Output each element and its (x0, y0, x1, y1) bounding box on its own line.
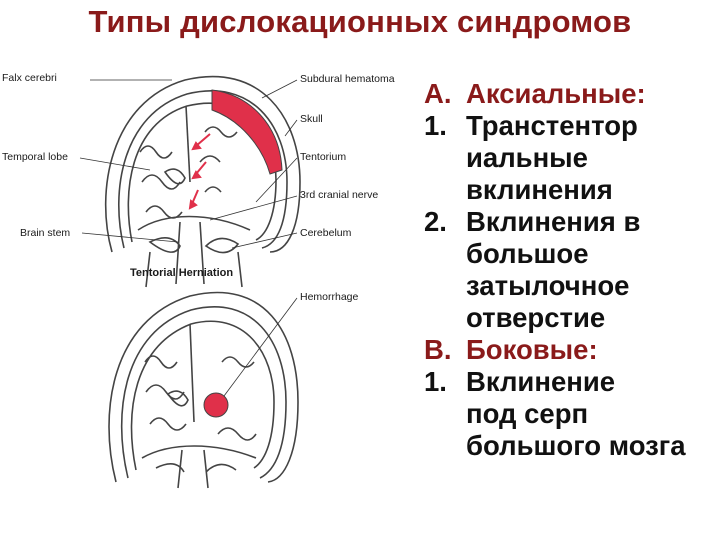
list-marker: А. (424, 78, 452, 109)
hemorrhage-leader-line (223, 297, 298, 397)
list-item-foramen-magnum: 2. Вклинения в большое затылочное отверс… (424, 206, 720, 334)
list-item-text: Аксиальные: (466, 78, 646, 109)
list-item-line: большого мозга (466, 430, 686, 461)
list-item-line: вклинения (466, 174, 613, 205)
list-marker: 1. (424, 366, 447, 397)
label-falx-cerebri: Falx cerebri (2, 72, 57, 84)
label-subdural-hematoma: Subdural hematoma (300, 73, 395, 85)
list-item-line: отверстие (466, 302, 606, 333)
list-item-line: под серп (466, 398, 589, 429)
figure-caption: Tentorial Herniation (130, 267, 233, 279)
syndrome-type-list: А. Аксиальные: 1. Транстентор иальные вк… (424, 78, 720, 462)
bottom-brain-drawing (108, 291, 299, 489)
list-marker: 2. (424, 206, 447, 237)
list-item-line: затылочное (466, 270, 630, 301)
list-item-line: Транстентор (466, 110, 638, 141)
subdural-hematoma-shape (211, 89, 283, 175)
list-item-text: Боковые: (466, 334, 598, 365)
herniation-illustration: Falx cerebri Subdural hematoma Skull Tem… (0, 62, 420, 502)
hemorrhage-shape (203, 392, 229, 418)
list-item-line: Вклинение (466, 366, 616, 397)
list-item-lateral-heading: В. Боковые: (424, 334, 720, 366)
list-item-subfalcine: 1. Вклинение под серп большого мозга (424, 366, 720, 462)
slide-title: Типы дислокационных синдромов (88, 4, 632, 39)
list-item-line: иальные (466, 142, 588, 173)
list-marker: В. (424, 334, 452, 365)
label-brain-stem: Brain stem (20, 227, 70, 239)
label-third-cranial-nerve: 3rd cranial nerve (300, 189, 378, 201)
label-temporal-lobe: Temporal lobe (2, 151, 68, 163)
label-tentorium: Tentorium (300, 151, 346, 163)
shift-arrows (188, 133, 211, 210)
label-cerebellum: Cerebelum (300, 227, 352, 239)
top-brain-drawing (104, 75, 301, 288)
list-item-line: Вклинения в (466, 206, 641, 237)
label-skull: Skull (300, 113, 323, 125)
list-item-line: большое (466, 238, 589, 269)
list-marker: 1. (424, 110, 447, 141)
label-hemorrhage: Hemorrhage (300, 291, 359, 303)
list-item-transtentorial: 1. Транстентор иальные вклинения (424, 110, 720, 206)
list-item-axial-heading: А. Аксиальные: (424, 78, 720, 110)
top-leader-lines (79, 79, 298, 249)
